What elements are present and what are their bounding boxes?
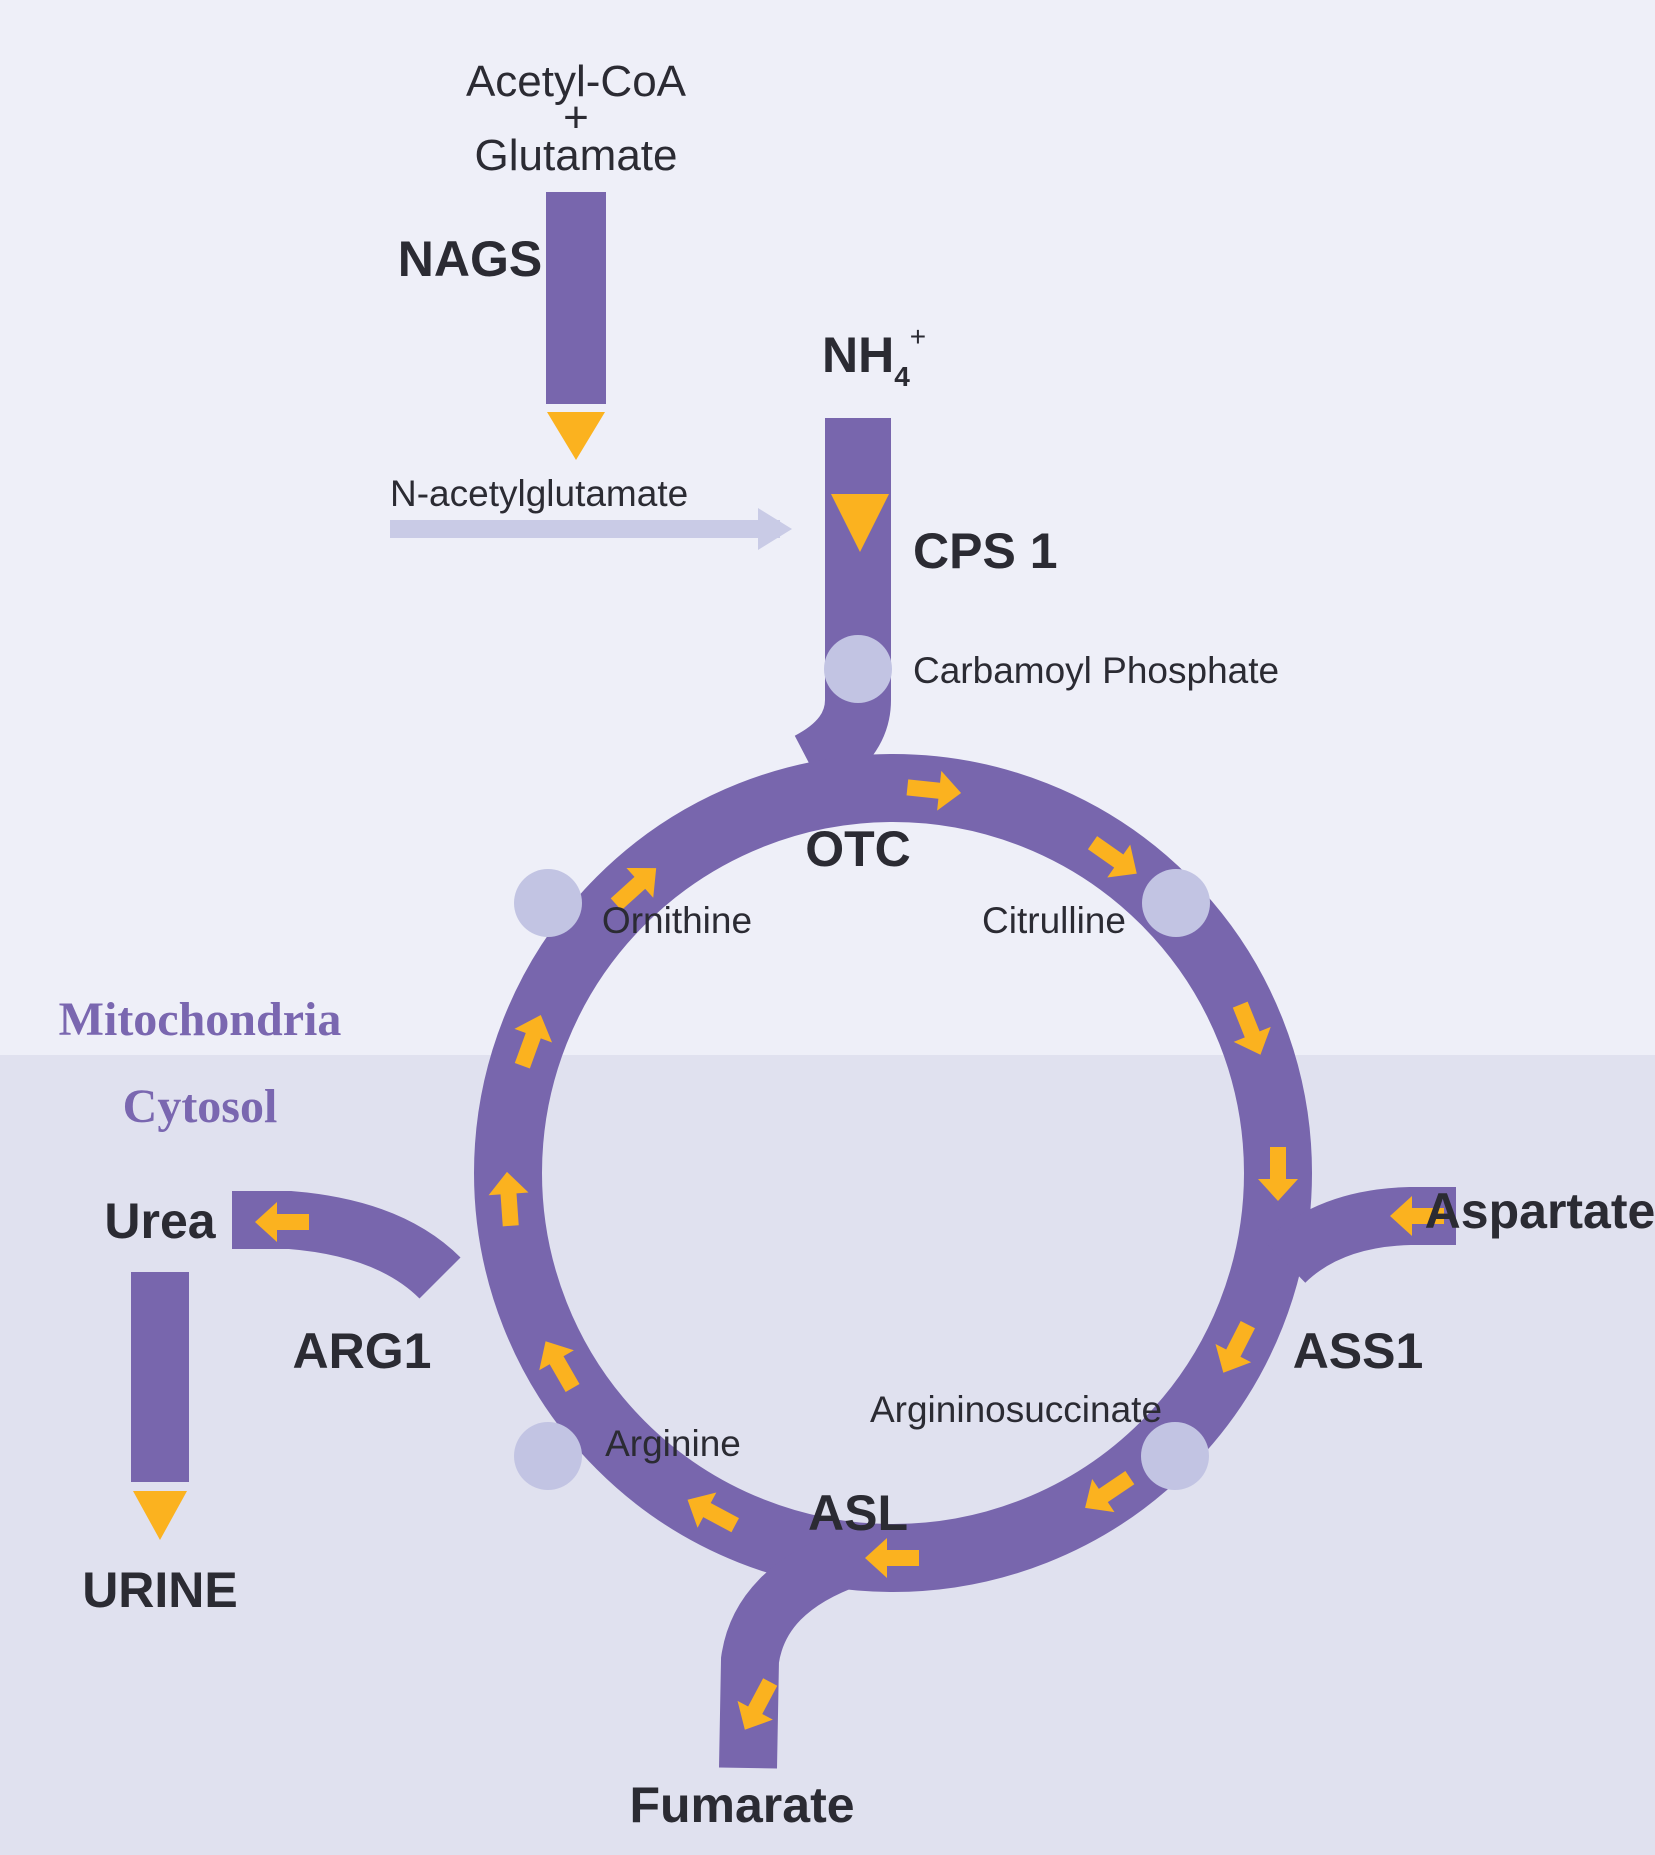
cytosol-region	[0, 1055, 1655, 1855]
cps1-label: CPS 1	[913, 523, 1058, 579]
flow-arrow	[906, 770, 962, 811]
flow-arrow	[1215, 1320, 1255, 1373]
urine-bar	[131, 1272, 189, 1482]
nags-bar	[546, 192, 606, 404]
carbamoyl-phosphate-label: Carbamoyl Phosphate	[913, 650, 1279, 691]
flow-arrow	[514, 1015, 553, 1069]
urine-label: URINE	[82, 1562, 238, 1618]
ornithine-node	[514, 869, 582, 937]
citrulline-node	[1142, 869, 1210, 937]
aspartate-arrow	[1390, 1196, 1444, 1236]
ammonium-base: NH	[822, 327, 894, 383]
ammonium-superscript: +	[910, 321, 926, 352]
nags-arrowhead	[547, 412, 605, 460]
arg1-label: ARG1	[293, 1323, 432, 1379]
asl-label: ASL	[808, 1485, 908, 1541]
flow-arrow	[1085, 1471, 1135, 1513]
plus-sign: +	[563, 93, 589, 142]
glutamate-label: Glutamate	[475, 131, 678, 180]
citrulline-label: Citrulline	[982, 900, 1126, 941]
ass1-label: ASS1	[1293, 1323, 1424, 1379]
carbamoyl-phosphate-node	[824, 635, 892, 703]
flow-arrows	[255, 770, 1444, 1730]
n-acetylglutamate-label: N-acetylglutamate	[390, 473, 688, 514]
flow-arrow	[865, 1538, 919, 1578]
flow-arrow	[1087, 836, 1137, 878]
argininosuccinate-label: Argininosuccinate	[870, 1389, 1162, 1430]
otc-label: OTC	[805, 821, 911, 877]
arginine-label: Arginine	[605, 1423, 741, 1464]
fumarate-label: Fumarate	[629, 1777, 854, 1833]
flow-arrow	[1232, 1001, 1271, 1055]
cps1-arrowhead	[831, 494, 889, 552]
ammonium-subscript: 4	[894, 361, 910, 392]
urea-arrow	[255, 1202, 309, 1242]
cytosol-label: Cytosol	[123, 1080, 278, 1133]
nag-arrow-head	[758, 508, 792, 550]
flow-arrow	[687, 1492, 739, 1533]
nags-label: NAGS	[398, 231, 542, 287]
flow-arrow	[1258, 1147, 1298, 1201]
flow-arrow	[488, 1171, 529, 1227]
argininosuccinate-node	[1141, 1422, 1209, 1490]
urea-label: Urea	[104, 1193, 216, 1249]
acetyl-coa-label: Acetyl-CoA	[466, 57, 687, 106]
urine-arrowhead	[133, 1491, 187, 1540]
flow-arrow	[539, 1341, 580, 1393]
fumarate-arrow	[737, 1678, 778, 1730]
aspartate-label: Aspartate	[1425, 1183, 1655, 1239]
flow-arrow	[610, 868, 657, 911]
ammonium-label: NH4+	[822, 321, 926, 392]
mitochondria-label: Mitochondria	[59, 993, 342, 1046]
arginine-node	[514, 1422, 582, 1490]
ornithine-label: Ornithine	[602, 900, 752, 941]
nag-arrow-shaft	[390, 520, 780, 538]
fumarate-branch	[719, 1530, 861, 1769]
